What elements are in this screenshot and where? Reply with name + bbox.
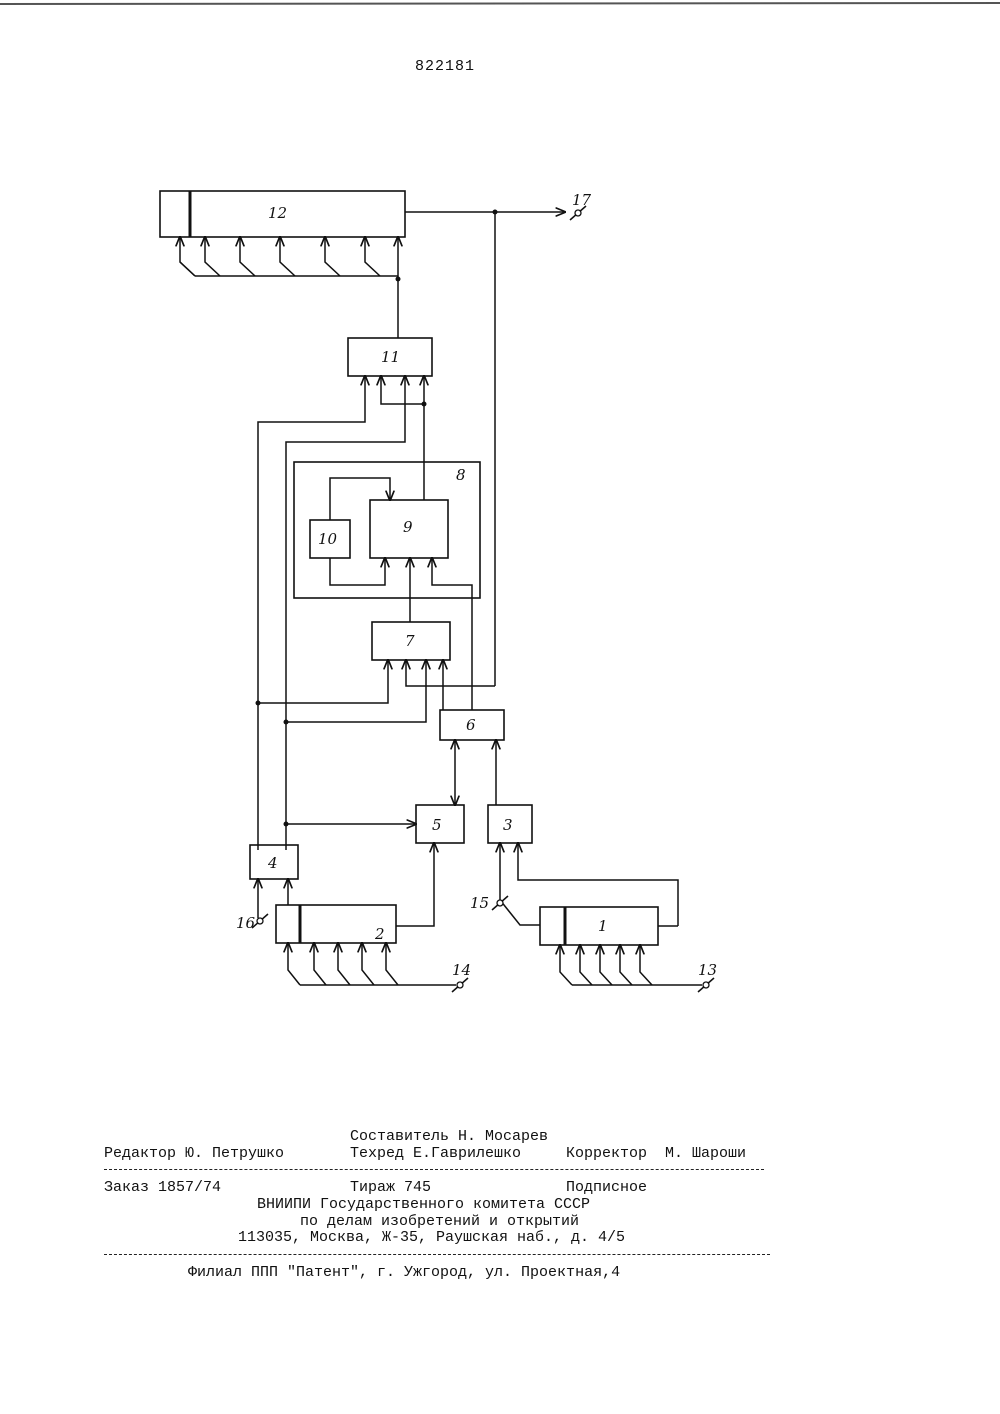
terminal-16-label: 16: [236, 914, 256, 932]
block-11-inputs: [258, 376, 427, 850]
block-12: 12: [160, 191, 405, 237]
terminal-14: 14: [452, 961, 471, 992]
block-7: 7: [372, 622, 450, 660]
terminal-14-label: 14: [452, 961, 471, 979]
terminal-15-label: 15: [470, 894, 489, 912]
block-11: 11: [348, 338, 432, 376]
block-2-inputs: [288, 943, 456, 985]
terminal-13-label: 13: [698, 961, 717, 979]
block-6: 6: [440, 710, 504, 740]
output-17-line: [405, 210, 565, 687]
block-10: 10: [310, 478, 390, 585]
block-6-label: 6: [466, 716, 476, 734]
compiler-credit: Составитель Н. Мосарев: [350, 1128, 548, 1145]
block-8-label: 8: [456, 466, 466, 484]
block-9: 9: [370, 500, 448, 558]
block-7-label: 7: [405, 632, 415, 650]
block-2-label: 2: [374, 925, 385, 943]
block-2: 2: [276, 905, 396, 943]
corrector-credit: Корректор М. Шароши: [566, 1145, 746, 1162]
block-12-label: 12: [268, 204, 287, 222]
block-5: 5: [284, 805, 465, 926]
block-1: 1: [540, 907, 658, 945]
block-11-label: 11: [381, 348, 400, 366]
terminal-15: 15: [470, 894, 508, 912]
editor-credit: Редактор Ю. Петрушко: [104, 1145, 284, 1162]
terminal-16: 16: [236, 914, 268, 932]
divider-2: [104, 1254, 770, 1255]
block-10-label: 10: [318, 530, 338, 548]
block-9-inputs: [410, 558, 472, 710]
block-7-inputs: [256, 660, 496, 725]
order-number: Заказ 1857/74: [104, 1179, 221, 1196]
block-12-inputs: [180, 237, 401, 338]
block-4-label: 4: [267, 854, 278, 872]
organization-line-1: ВНИИПИ Государственного комитета СССР: [257, 1196, 590, 1213]
block-6-inputs: [455, 740, 496, 805]
terminal-17: 17: [570, 191, 592, 220]
block-9-label: 9: [403, 518, 413, 536]
address: 113035, Москва, Ж-35, Раушская наб., д. …: [238, 1229, 625, 1246]
techred-credit: Техред Е.Гаврилешко: [350, 1145, 521, 1162]
block-3-label: 3: [503, 816, 513, 834]
terminal-17-label: 17: [572, 191, 592, 209]
block-5-label: 5: [432, 816, 442, 834]
block-diagram: 12 17 11 8: [0, 0, 1000, 1080]
divider-1: [104, 1169, 764, 1170]
block-1-label: 1: [598, 917, 608, 935]
terminal-13: 13: [698, 961, 717, 992]
circulation: Тираж 745: [350, 1179, 431, 1196]
subscription: Подписное: [566, 1179, 647, 1196]
block-3: 3: [488, 805, 678, 926]
block-1-inputs: [500, 900, 702, 985]
block-4: 4: [250, 845, 298, 918]
organization-line-2: по делам изобретений и открытий: [300, 1213, 579, 1230]
branch-address: Филиал ППП "Патент", г. Ужгород, ул. Про…: [188, 1264, 620, 1281]
